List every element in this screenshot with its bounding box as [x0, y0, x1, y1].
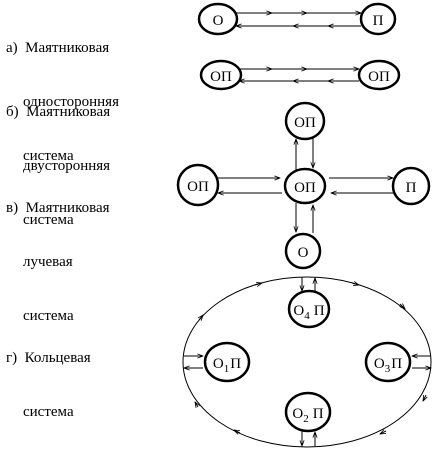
diagram-v — [176, 101, 431, 270]
node-g-bottom — [284, 391, 332, 433]
caption-b-line2: двусторонняя — [23, 158, 111, 174]
node-a-left-label: О — [213, 13, 224, 29]
node-g-right-sub: 3 — [385, 363, 391, 375]
node-g-left-label: О1П — [213, 356, 241, 375]
caption-b: б) Маятниковая двусторонняя система — [6, 67, 110, 247]
caption-g-line1: г) Кольцевая — [6, 350, 91, 366]
node-g-left-sub: 1 — [224, 363, 230, 375]
caption-v: в) Маятниковая лучевая система — [6, 163, 110, 343]
node-v-left-label: ОП — [187, 179, 209, 195]
node-g-right — [364, 341, 412, 383]
ring-route — [182, 276, 432, 448]
node-v-bottom-label: О — [298, 245, 309, 261]
node-g-bottom-main: О — [292, 406, 303, 422]
node-b-left-label: ОП — [210, 69, 232, 85]
node-g-left-main: О — [213, 356, 224, 372]
caption-b-line1: б) Маятниковая — [6, 104, 111, 120]
node-v-right-label: П — [406, 180, 417, 196]
node-g-bottom-sub: 2 — [303, 413, 309, 425]
node-g-top-tail: П — [314, 303, 325, 319]
caption-a-line2: односторонняя — [23, 94, 119, 110]
node-a-left — [197, 2, 239, 36]
caption-g-line2: система — [23, 404, 74, 420]
caption-g: г) Кольцевая система — [6, 313, 91, 439]
node-g-top-main: О — [293, 303, 304, 319]
node-v-center — [283, 167, 327, 205]
node-v-top-label: ОП — [294, 115, 316, 131]
node-g-left — [203, 341, 251, 383]
caption-v-line3: система — [23, 308, 74, 324]
caption-a: а) Маятниковая односторонняя система — [6, 3, 119, 183]
caption-v-line2: лучевая — [23, 254, 73, 270]
node-g-right-tail: П — [391, 356, 402, 372]
diagram-a — [197, 2, 397, 36]
node-v-right — [391, 166, 431, 206]
node-g-right-label: О3П — [374, 356, 402, 375]
caption-b-line3: система — [23, 212, 74, 228]
diagram-b — [199, 59, 401, 91]
node-b-right — [357, 59, 401, 91]
caption-a-line1: а) Маятниковая — [6, 40, 110, 56]
caption-v-line1: в) Маятниковая — [6, 200, 110, 216]
node-b-left — [199, 59, 243, 91]
node-g-bottom-tail: П — [313, 406, 324, 422]
node-v-center-label: ОП — [294, 180, 316, 196]
node-g-left-tail: П — [230, 356, 241, 372]
node-a-right — [359, 2, 397, 36]
node-g-right-main: О — [374, 356, 385, 372]
node-v-left — [176, 163, 220, 207]
node-v-bottom — [284, 232, 322, 270]
node-a-right-label: П — [373, 13, 384, 29]
node-b-right-label: ОП — [368, 69, 390, 85]
node-g-top — [287, 289, 331, 329]
node-g-top-sub: 4 — [304, 310, 310, 322]
diagram-g — [182, 276, 432, 448]
caption-a-line3: система — [23, 148, 74, 164]
node-v-top — [284, 101, 326, 141]
